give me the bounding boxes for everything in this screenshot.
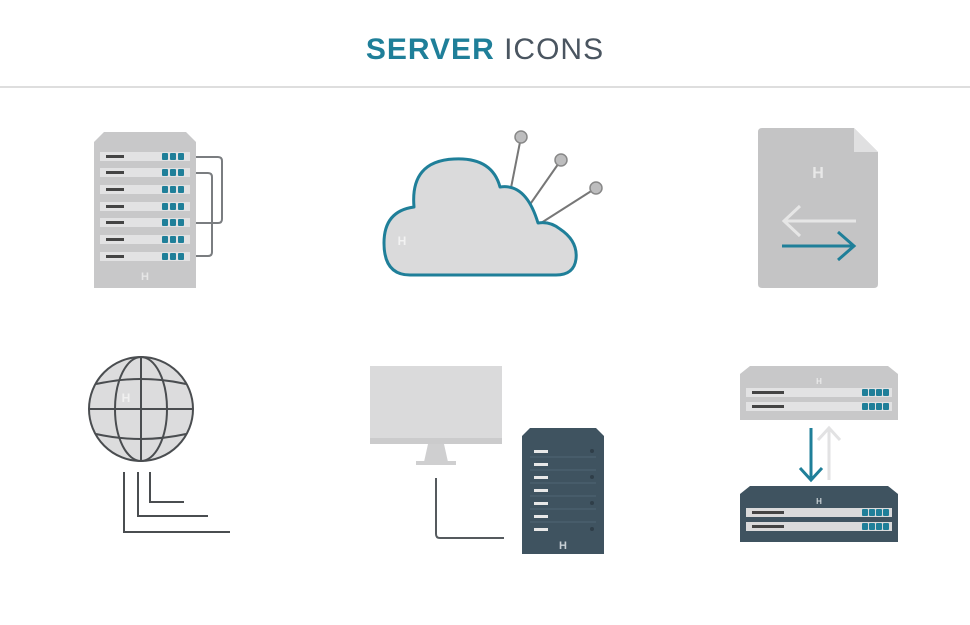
header: SERVER ICONS (0, 0, 970, 86)
svg-text:H: H (816, 497, 822, 506)
svg-text:H: H (141, 271, 149, 283)
page-title: SERVER ICONS (0, 30, 970, 70)
file-transfer-icon: H (756, 126, 880, 290)
monitor-server-icon: H (368, 364, 608, 558)
server-sync-icon: H H (738, 364, 902, 546)
title-light: ICONS (504, 33, 605, 66)
svg-text:H: H (816, 377, 822, 386)
svg-text:H: H (122, 391, 131, 405)
svg-text:H: H (398, 234, 407, 248)
title-bold: SERVER (365, 33, 495, 66)
server-rack-icon: H (90, 128, 230, 290)
svg-text:H: H (812, 165, 824, 182)
cloud-network-icon: H (380, 125, 610, 285)
header-divider (0, 86, 970, 88)
svg-text:H: H (559, 540, 567, 552)
globe-network-icon: H (86, 354, 236, 539)
